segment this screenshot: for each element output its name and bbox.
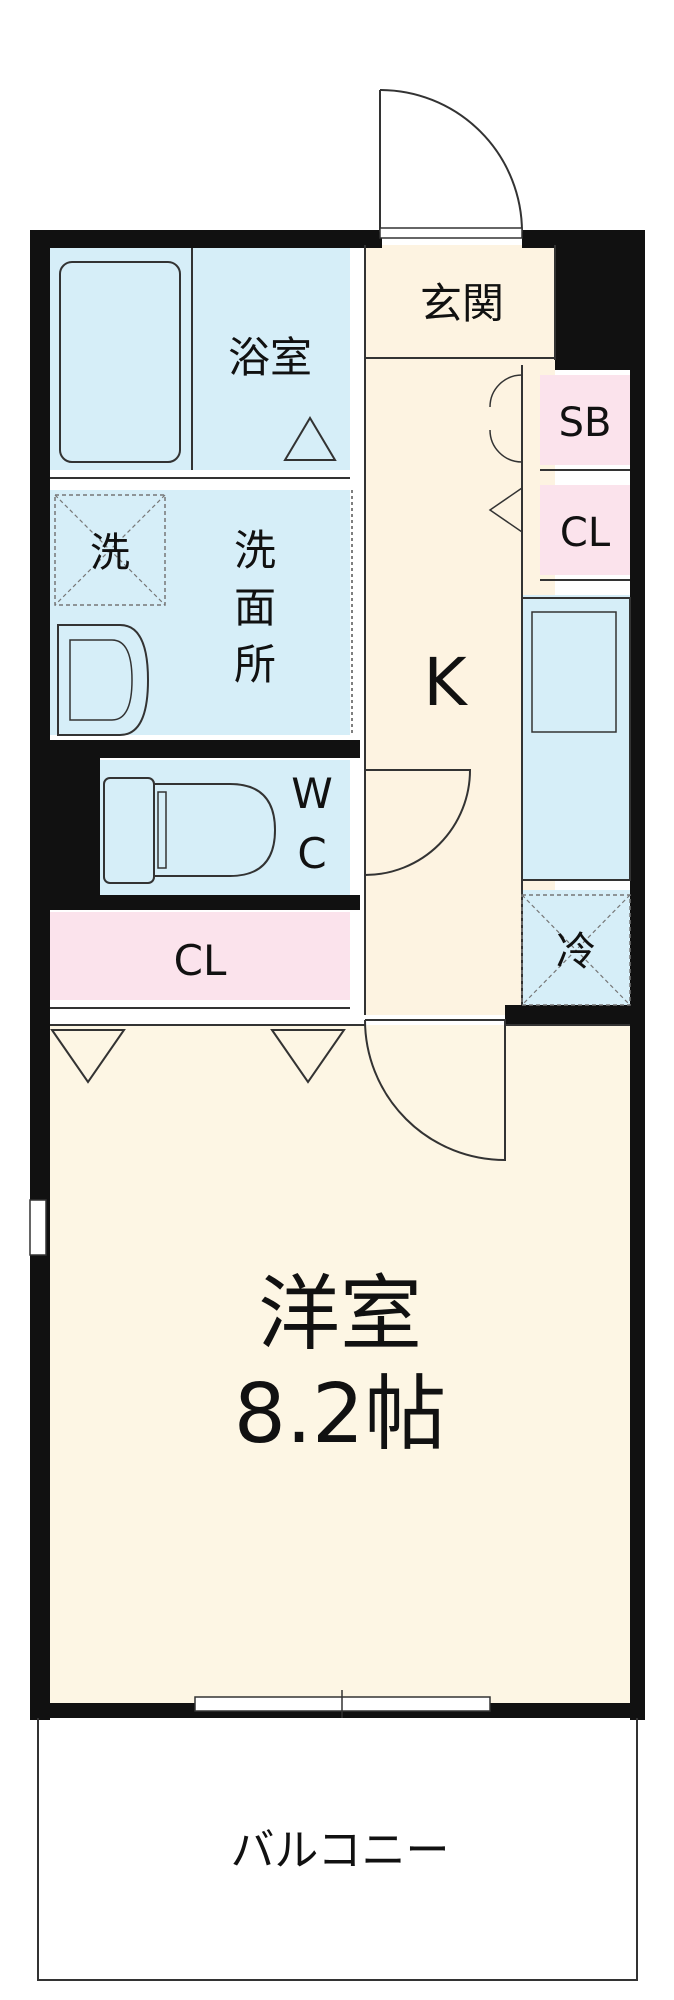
washer-pan [54,494,166,606]
label-toilet-1: W [291,769,333,818]
cl-door-swing [488,486,523,534]
entry-threshold [379,227,523,239]
sb-door-swing-2 [489,429,523,463]
wall-right-stub [505,1005,640,1025]
label-closet-top: CL [560,510,611,556]
balcony-outline [37,1718,638,1981]
label-kitchen: K [423,644,468,721]
toilet-tank [103,777,155,884]
label-western-size: 8.2帖 [234,1367,446,1462]
label-closet-mid: CL [174,936,227,985]
kitchen-counter [521,597,631,881]
sb-door-swing-1 [489,374,523,408]
wall-toilet-top [50,740,360,758]
wash-basin-bowl [69,639,133,721]
washer-diagonal-2 [54,494,166,606]
toilet-bowl [153,783,277,877]
label-washroom-2: 面 [234,583,276,632]
wall-right [630,230,645,1720]
wall-right-top [555,230,642,370]
label-washer: 洗 [90,530,130,576]
walls [30,230,645,1720]
toilet-door-swing [364,769,472,876]
label-balcony: バルコニー [230,1825,449,1876]
wall-toilet-bottom [50,895,360,910]
label-shoe-box: SB [559,400,612,446]
room-door-swing [364,1019,506,1162]
bathtub [59,261,181,463]
closet-door-left [50,1029,126,1084]
fridge-diagonal-2 [521,894,631,1006]
kitchen-sink [531,611,617,733]
western-room-floor [50,1025,635,1705]
closet-door-right [270,1029,346,1084]
label-fridge: 冷 [556,929,596,975]
partitions [50,245,630,1026]
wall-left [30,230,50,1720]
wall-top-left [30,230,382,248]
toilet-seat-line [157,791,167,869]
label-toilet-2: C [297,829,326,878]
window-left [29,1199,47,1256]
label-bath: 浴室 [228,333,312,382]
shoebox-floor [540,375,630,465]
wash-basin [57,624,150,736]
label-washroom-3: 所 [234,640,276,689]
fridge-space [521,894,631,1006]
closet-mid-floor [50,912,350,1000]
label-washroom-1: 洗 [234,526,276,575]
label-western-room: 洋室 [258,1267,422,1362]
closet-top-floor [540,485,630,575]
bath-door-swing [283,416,337,461]
entry-door-swing [379,89,523,233]
wall-toilet-left [50,740,100,900]
label-entrance: 玄関 [420,279,504,328]
